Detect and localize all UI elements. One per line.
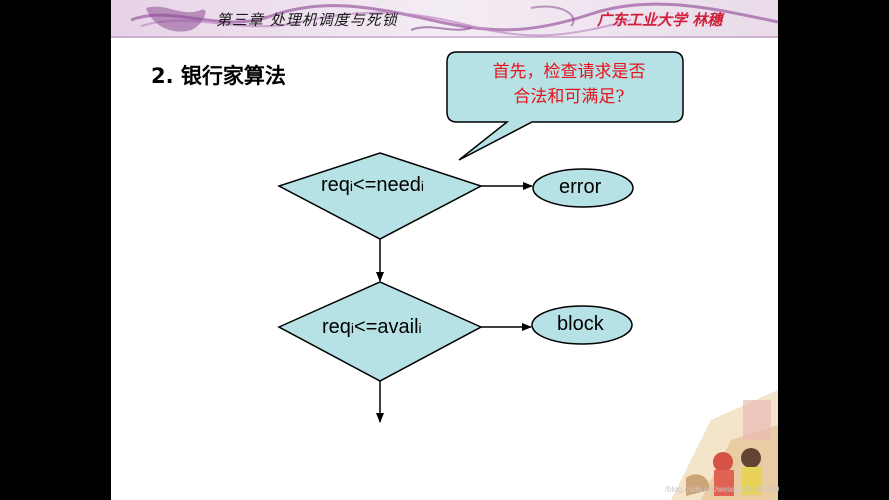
slide: 第三章 处理机调度与死锁 广东工业大学 林穗 2. 银行家算法 (111, 0, 778, 500)
avail-label-base: req (322, 316, 351, 338)
callout-line-1: 首先，检查请求是否 (492, 62, 646, 82)
callout-line-2: 合法和可满足? (513, 87, 625, 107)
avail-label-mid: <=avail (354, 316, 419, 338)
banner-decoration (111, 0, 778, 38)
terminal-error-label: error (559, 176, 602, 198)
callout-text: 首先，检查请求是否 合法和可满足? (453, 60, 685, 110)
need-label-base: req (321, 174, 350, 196)
avail-label-sub1: i (350, 320, 355, 336)
slide-heading: 2. 银行家算法 (151, 64, 286, 88)
avail-label-sub2: i (418, 320, 422, 336)
terminal-block (531, 305, 633, 345)
corner-illustration (671, 390, 778, 500)
need-label-sub1: i (349, 178, 354, 194)
chapter-title: 第三章 处理机调度与死锁 (216, 11, 398, 29)
flowchart (277, 51, 778, 500)
decision-avail-label: reqi<=availi (322, 316, 422, 339)
callout-bubble (446, 51, 684, 161)
need-label-sub2: i (420, 178, 425, 194)
school-author: 广东工业大学 林穗 (597, 11, 723, 29)
need-label-mid: <=need (353, 174, 421, 196)
decision-need-label: reqi<=needi (321, 174, 424, 197)
terminal-error (532, 168, 634, 208)
watermark: /blog.csdn.net/weixin_45761769 (665, 485, 780, 494)
terminal-block-label: block (557, 313, 604, 335)
